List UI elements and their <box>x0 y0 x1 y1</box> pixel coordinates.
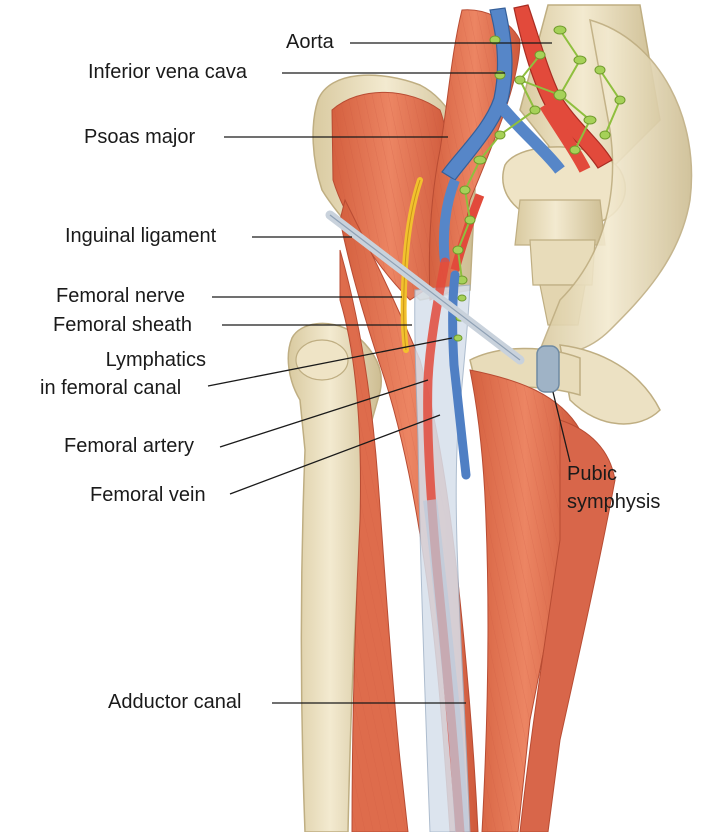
label-femoral-artery: Femoral artery <box>64 435 195 457</box>
label-femoral-vein: Femoral vein <box>90 484 206 506</box>
label-femoral-nerve: Femoral nerve <box>56 285 185 307</box>
lymph-nodes <box>452 25 626 285</box>
femur <box>287 322 382 833</box>
aorta-vessel <box>513 4 613 169</box>
label-inferior-vena-cava: Inferior vena cava <box>88 61 247 83</box>
label-aorta: Aorta <box>286 31 334 53</box>
label-inguinal-ligament: Inguinal ligament <box>65 225 217 247</box>
label-symphysis: symphysis <box>567 491 661 513</box>
label-pubic: Pubic <box>567 463 618 485</box>
label-psoas-major: Psoas major <box>84 126 196 148</box>
label-femoral-sheath: Femoral sheath <box>53 314 192 336</box>
label-lymphatics-line2: in femoral canal <box>40 377 182 399</box>
femoral-vein <box>448 270 471 480</box>
label-lymphatics-line1: Lymphatics <box>105 349 206 371</box>
label-adductor-canal: Adductor canal <box>108 691 242 713</box>
ivc-vessel <box>441 7 513 181</box>
leader-lines <box>207 42 571 704</box>
adductor-canal <box>423 499 469 833</box>
pelvis-right <box>539 18 693 425</box>
